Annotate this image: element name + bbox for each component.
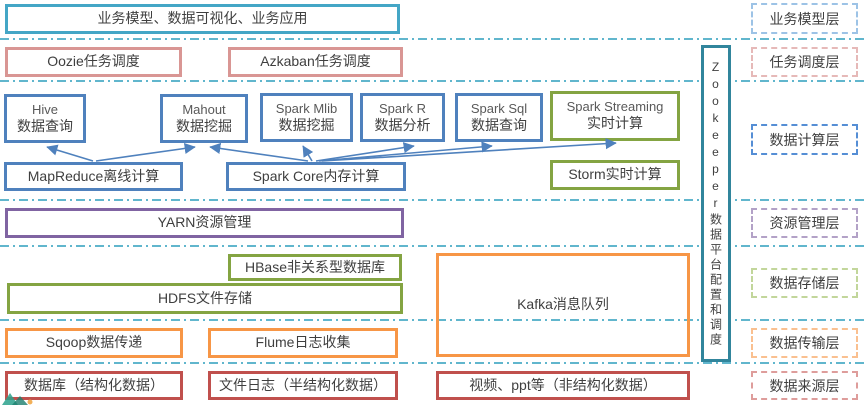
- watermark-logo: [2, 393, 33, 405]
- node-label-zh: 实时计算: [587, 115, 643, 132]
- node-label: HBase非关系型数据库: [244, 258, 386, 275]
- node-label-en: Spark Streaming: [566, 99, 664, 115]
- layer-label-text: 任务调度层: [769, 54, 840, 70]
- node-spark-sql: Spark Sql 数据查询: [455, 93, 543, 142]
- node-file-source: 文件日志（半结构化数据）: [208, 371, 398, 400]
- layer-label-data-transmission: 数据传输层: [751, 328, 858, 358]
- node-label-en: Spark Mlib: [275, 100, 338, 116]
- arrow-mapreduce-to-mahout: [95, 142, 196, 162]
- node-label: Spark Core内存计算: [252, 167, 380, 184]
- node-label: Storm实时计算: [568, 166, 662, 183]
- node-hive: Hive 数据查询: [4, 94, 86, 143]
- node-label: 文件日志（半结构化数据）: [219, 376, 387, 393]
- node-spark-streaming: Spark Streaming 实时计算: [550, 91, 680, 141]
- node-label: Sqoop数据传递: [45, 334, 143, 351]
- node-business-app: 业务模型、数据可视化、业务应用: [5, 4, 400, 34]
- node-yarn: YARN资源管理: [5, 208, 404, 238]
- node-label: Flume日志收集: [255, 334, 351, 351]
- layer-label-text: 数据存储层: [769, 275, 840, 291]
- node-db-source: 数据库（结构化数据）: [5, 371, 183, 400]
- node-hdfs: HDFS文件存储: [7, 283, 403, 314]
- node-label-en: Spark R: [379, 100, 426, 116]
- node-label-zh: 数据挖掘: [176, 117, 232, 134]
- layer-label-text: 数据来源层: [769, 377, 840, 394]
- node-azkaban: Azkaban任务调度: [228, 47, 403, 77]
- node-label-en: Spark Sql: [470, 100, 528, 116]
- node-hbase: HBase非关系型数据库: [228, 254, 402, 281]
- node-spark-r: Spark R 数据分析: [360, 93, 445, 142]
- node-mahout: Mahout 数据挖掘: [160, 94, 248, 143]
- node-mapreduce: MapReduce离线计算: [4, 162, 183, 191]
- node-storm: Storm实时计算: [550, 160, 680, 190]
- node-label-zh: 数据分析: [374, 116, 431, 133]
- layer-label-task-scheduling: 任务调度层: [751, 47, 858, 77]
- node-label: Kafka消息队列: [517, 296, 609, 313]
- node-sqoop: Sqoop数据传递: [5, 328, 183, 358]
- node-flume: Flume日志收集: [208, 328, 398, 358]
- node-label: Oozie任务调度: [47, 53, 140, 70]
- node-spark-core: Spark Core内存计算: [226, 162, 406, 191]
- layer-label-business-model: 业务模型层: [751, 3, 858, 34]
- node-label: MapReduce离线计算: [27, 167, 160, 184]
- node-label-zh: 数据查询: [471, 116, 527, 133]
- layer-label-data-computing: 数据计算层: [751, 124, 858, 155]
- arrow-mapreduce-to-hive: [46, 144, 94, 162]
- node-label: YARN资源管理: [157, 214, 252, 231]
- node-spark-mlib: Spark Mlib 数据挖掘: [260, 93, 353, 142]
- node-label-en: Mahout: [182, 101, 226, 117]
- arrow-sparkcore-to-sparkmlib: [302, 145, 314, 162]
- arrow-sparkcore-to-sparkr: [315, 142, 415, 162]
- node-label: Azkaban任务调度: [260, 53, 371, 70]
- node-kafka: Kafka消息队列: [436, 253, 690, 357]
- arrow-sparkcore-to-sparksql: [318, 141, 493, 162]
- node-label-zh: 数据挖掘: [278, 116, 335, 133]
- node-label: HDFS文件存储: [157, 289, 253, 306]
- node-label: 业务模型、数据可视化、业务应用: [97, 10, 308, 27]
- node-label-zh: 数据查询: [17, 117, 73, 134]
- layer-label-text: 数据传输层: [769, 335, 840, 351]
- layer-label-text: 业务模型层: [769, 10, 840, 27]
- layer-label-data-storage: 数据存储层: [751, 268, 858, 298]
- arrow-sparkcore-to-mahout: [209, 142, 309, 162]
- node-label-en: Hive: [31, 101, 58, 117]
- layer-label-resource-management: 资源管理层: [751, 208, 858, 238]
- arrow-sparkcore-to-sparkstreaming: [321, 138, 617, 162]
- layer-label-text: 资源管理层: [769, 215, 840, 231]
- node-oozie: Oozie任务调度: [5, 47, 182, 77]
- layer-label-text: 数据计算层: [769, 131, 840, 148]
- node-zookeeper: Zookeeper数据平台配置和调度: [701, 45, 731, 362]
- node-label: 数据库（结构化数据）: [24, 376, 164, 393]
- node-label: Zookeeper数据平台配置和调度: [708, 59, 723, 348]
- layer-label-data-source: 数据来源层: [751, 371, 858, 400]
- node-media-source: 视频、ppt等（非结构化数据）: [436, 371, 690, 400]
- node-label: 视频、ppt等（非结构化数据）: [469, 376, 657, 393]
